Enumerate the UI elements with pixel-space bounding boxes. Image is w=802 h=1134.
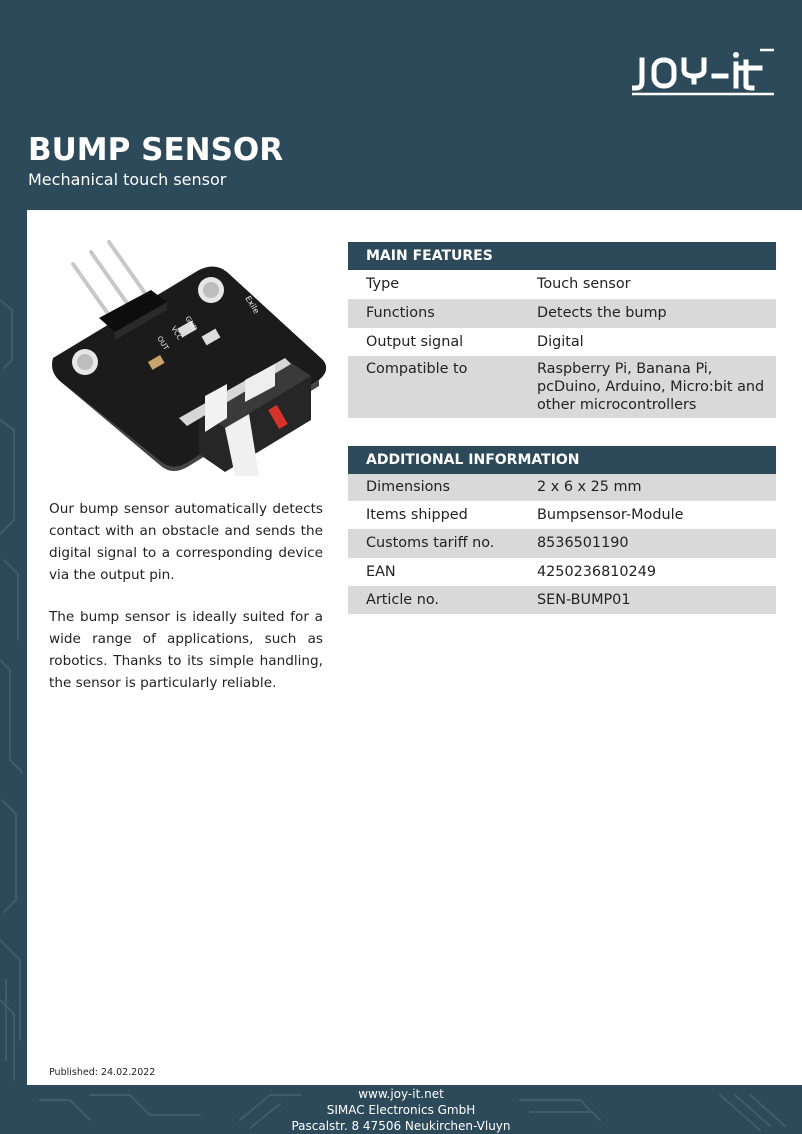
bump-sensor-product-image: OUT VCC GND Exile (52, 240, 327, 476)
footer-address: Pascalstr. 8 47506 Neukirchen-Vluyn (291, 1119, 511, 1133)
table-row: Customs tariff no. 8536501190 (348, 529, 776, 558)
row-value: 8536501190 (537, 535, 629, 551)
row-key: Dimensions (366, 479, 450, 495)
additional-information-heading: ADDITIONAL INFORMATION (348, 446, 776, 474)
row-key: Article no. (366, 592, 439, 608)
table-row: Compatible to Raspberry Pi, Banana Pi, p… (348, 356, 776, 418)
footer: www.joy-it.net SIMAC Electronics GmbH Pa… (0, 1085, 802, 1134)
description-paragraph: Our bump sensor automatically detects co… (49, 501, 323, 583)
table-row: Article no. SEN-BUMP01 (348, 586, 776, 614)
published-date: Published: 24.02.2022 (49, 1067, 156, 1078)
footer-company: SIMAC Electronics GmbH (326, 1103, 476, 1117)
joy-it-logo (632, 48, 774, 96)
content-sheet: OUT VCC GND Exile Our bump sensor automa… (27, 210, 802, 1085)
row-value: Touch sensor (537, 276, 631, 292)
row-key: Customs tariff no. (366, 535, 495, 551)
row-value: 2 x 6 x 25 mm (537, 479, 642, 495)
main-features-table: MAIN FEATURES Type Touch sensor Function… (348, 242, 776, 418)
header-banner: BUMP SENSOR Mechanical touch sensor (0, 0, 802, 210)
table-row: Dimensions 2 x 6 x 25 mm (348, 474, 776, 501)
row-key: Output signal (366, 334, 464, 350)
product-description: Our bump sensor automatically detects co… (49, 498, 323, 714)
table-row: Items shipped Bumpsensor-Module (348, 501, 776, 529)
row-value: 4250236810249 (537, 564, 657, 580)
row-value: Bumpsensor-Module (537, 507, 684, 523)
footer-website-link[interactable]: www.joy-it.net (358, 1087, 444, 1101)
row-key: Functions (366, 305, 435, 321)
main-features-heading: MAIN FEATURES (348, 242, 776, 270)
table-row: Functions Detects the bump (348, 299, 776, 328)
row-value: Raspberry Pi, Banana Pi, pcDuino, Arduin… (537, 361, 765, 413)
page-subtitle: Mechanical touch sensor (28, 170, 227, 189)
row-key: Compatible to (366, 361, 468, 377)
row-value: Digital (537, 334, 584, 350)
additional-information-table: ADDITIONAL INFORMATION Dimensions 2 x 6 … (348, 446, 776, 614)
table-row: Output signal Digital (348, 328, 776, 356)
table-row: EAN 4250236810249 (348, 558, 776, 586)
row-value: Detects the bump (537, 305, 667, 321)
page-title: BUMP SENSOR (28, 132, 284, 168)
table-row: Type Touch sensor (348, 270, 776, 299)
row-key: EAN (366, 564, 396, 580)
description-paragraph: The bump sensor is ideally suited for a … (49, 609, 323, 691)
row-key: Items shipped (366, 507, 468, 523)
row-key: Type (366, 276, 400, 292)
row-value: SEN-BUMP01 (537, 592, 631, 608)
